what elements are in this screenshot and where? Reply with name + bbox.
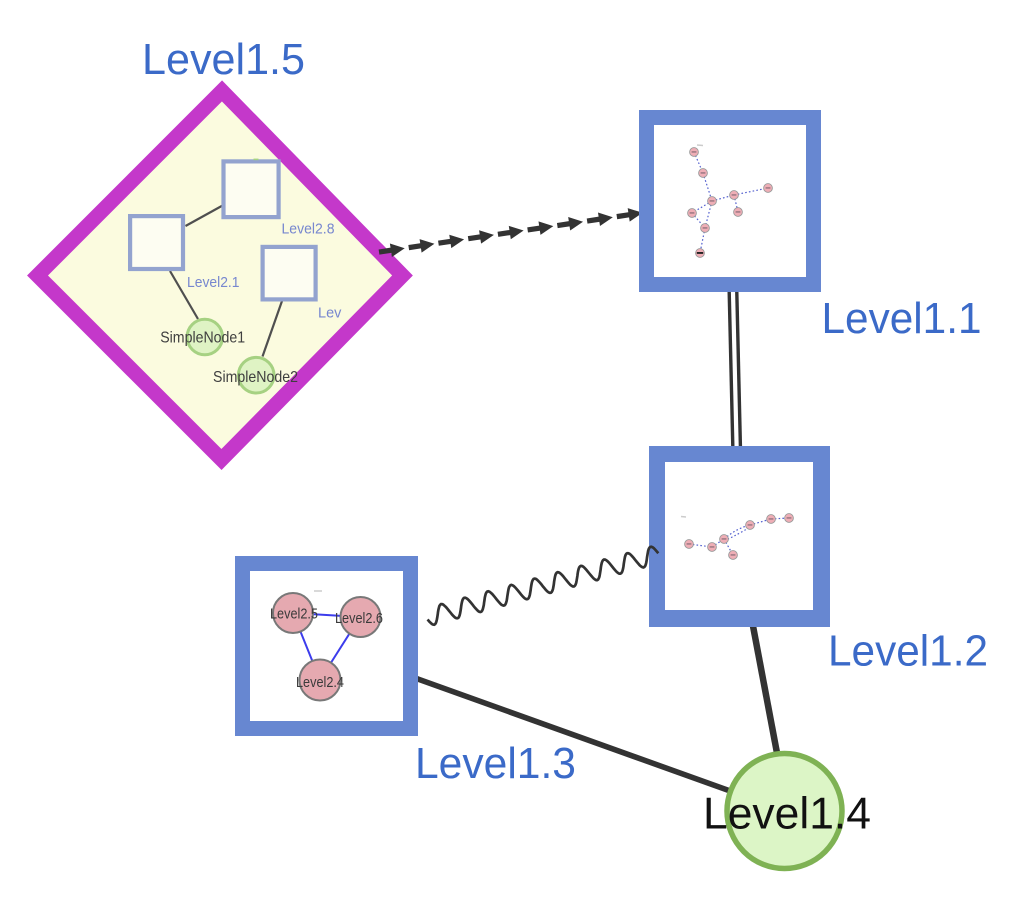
svg-text:Level1.3: Level1.3 (415, 740, 576, 788)
svg-text:Level1.5: Level1.5 (142, 36, 305, 84)
svg-text:Level2.4: Level2.4 (296, 674, 344, 691)
svg-text:Level2.6: Level2.6 (335, 610, 383, 627)
svg-text:SimpleNode2: SimpleNode2 (213, 369, 298, 386)
svg-text:Level2.8: Level2.8 (282, 222, 335, 238)
svg-text:SimpleNode1: SimpleNode1 (160, 329, 245, 346)
svg-text:Level2.5: Level2.5 (270, 606, 318, 623)
svg-text:Lev: Lev (318, 306, 342, 322)
svg-text:Level1.1: Level1.1 (822, 295, 982, 343)
svg-text:Level2.1: Level2.1 (187, 275, 240, 291)
svg-text:Level1.2: Level1.2 (828, 628, 988, 676)
svg-text:Level1.4: Level1.4 (703, 790, 871, 839)
